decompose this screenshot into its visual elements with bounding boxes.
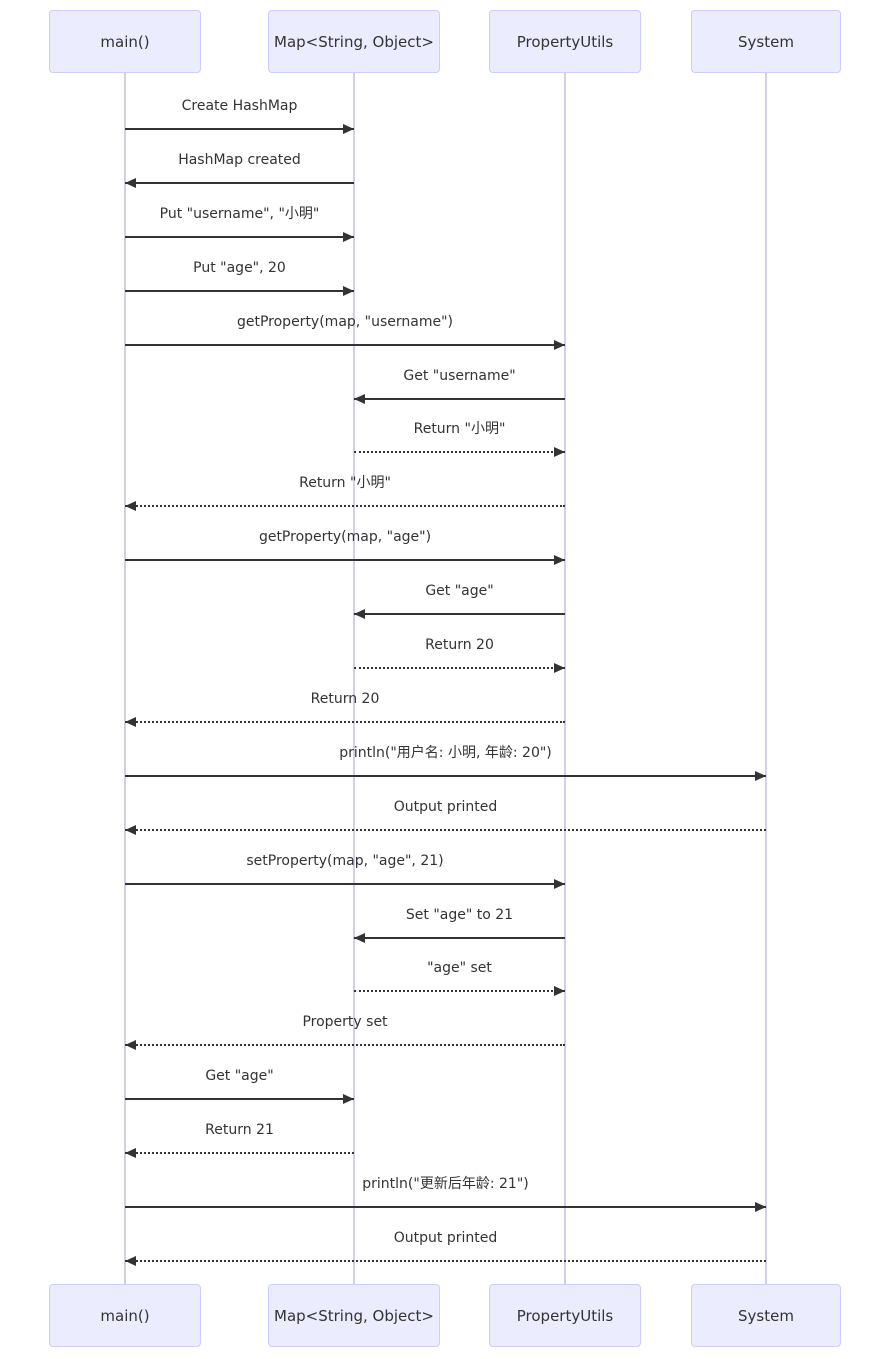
message-label: Output printed — [393, 1229, 498, 1246]
arrowhead-icon — [343, 1094, 354, 1105]
arrowhead-icon — [755, 770, 766, 781]
message-label: Put "username", "小明" — [159, 205, 320, 222]
message-line — [125, 1206, 766, 1208]
message-label: Get "age" — [205, 1068, 274, 1085]
message-line — [354, 613, 565, 616]
message-label: Create HashMap — [181, 98, 298, 114]
actor-bottom-map: Map<String, Object> — [268, 1284, 440, 1347]
actor-top-system: System — [691, 10, 841, 73]
arrowhead-icon — [354, 932, 365, 943]
arrowhead-icon — [343, 285, 354, 296]
message-label: Return 21 — [205, 1122, 274, 1139]
arrowhead-icon — [125, 1040, 136, 1051]
arrowhead-icon — [125, 824, 136, 835]
message-label: Return "小明" — [299, 475, 391, 492]
actor-bottom-main: main() — [49, 1284, 201, 1347]
message-label: Return "小明" — [413, 421, 506, 438]
arrowhead-icon — [343, 231, 354, 242]
arrowhead-icon — [554, 878, 565, 889]
message-line — [354, 451, 565, 454]
arrowhead-icon — [554, 555, 565, 566]
arrowhead-icon — [554, 986, 565, 997]
message-line — [125, 1044, 565, 1047]
lifeline-system — [765, 73, 767, 1284]
message-label: HashMap created — [178, 151, 301, 168]
message-line — [125, 505, 565, 508]
message-line — [125, 882, 565, 885]
arrowhead-icon — [125, 1148, 136, 1159]
actor-top-map: Map<String, Object> — [268, 10, 440, 73]
actor-bottom-system: System — [691, 1284, 841, 1347]
message-line — [125, 181, 354, 184]
message-label: Output printed — [393, 798, 498, 815]
arrowhead-icon — [354, 393, 365, 404]
message-line — [125, 289, 354, 292]
arrowhead-icon — [343, 124, 354, 134]
message-line — [125, 128, 354, 130]
message-label: Set "age" to 21 — [405, 906, 514, 923]
message-line — [125, 235, 354, 238]
arrowhead-icon — [554, 447, 565, 458]
arrowhead-icon — [755, 1202, 766, 1212]
arrowhead-icon — [125, 501, 136, 512]
message-label: Return 20 — [425, 637, 494, 653]
message-label: println("用户名: 小明, 年龄: 20") — [339, 744, 552, 761]
arrowhead-icon — [125, 177, 136, 188]
message-label: println("更新后年龄: 21") — [362, 1176, 529, 1192]
arrowhead-icon — [554, 339, 565, 350]
message-label: Get "username" — [403, 367, 516, 384]
message-line — [125, 720, 565, 723]
message-line — [354, 667, 565, 669]
actor-bottom-propertyUtils: PropertyUtils — [489, 1284, 641, 1347]
message-label: getProperty(map, "username") — [236, 313, 454, 330]
lifeline-map — [353, 73, 355, 1284]
message-line — [125, 1259, 766, 1262]
message-line — [125, 559, 565, 562]
message-label: Put "age", 20 — [193, 259, 286, 276]
message-line — [125, 1098, 354, 1101]
message-label: getProperty(map, "age") — [258, 529, 432, 546]
actor-top-main: main() — [49, 10, 201, 73]
message-line — [354, 990, 565, 993]
message-line — [125, 774, 766, 777]
arrowhead-icon — [125, 716, 136, 727]
message-line — [354, 936, 565, 939]
message-label: "age" set — [427, 960, 492, 977]
message-line — [125, 828, 766, 831]
arrowhead-icon — [354, 609, 365, 620]
message-line — [354, 397, 565, 400]
message-label: setProperty(map, "age", 21) — [246, 852, 444, 869]
arrowhead-icon — [554, 663, 565, 673]
lifeline-propertyUtils — [564, 73, 566, 1284]
message-line — [125, 343, 565, 346]
message-label: Get "age" — [425, 583, 494, 600]
message-label: Return 20 — [310, 690, 380, 707]
lifeline-main — [124, 73, 126, 1284]
message-label: Property set — [302, 1014, 388, 1031]
message-line — [125, 1152, 354, 1155]
arrowhead-icon — [125, 1255, 136, 1266]
actor-top-propertyUtils: PropertyUtils — [489, 10, 641, 73]
